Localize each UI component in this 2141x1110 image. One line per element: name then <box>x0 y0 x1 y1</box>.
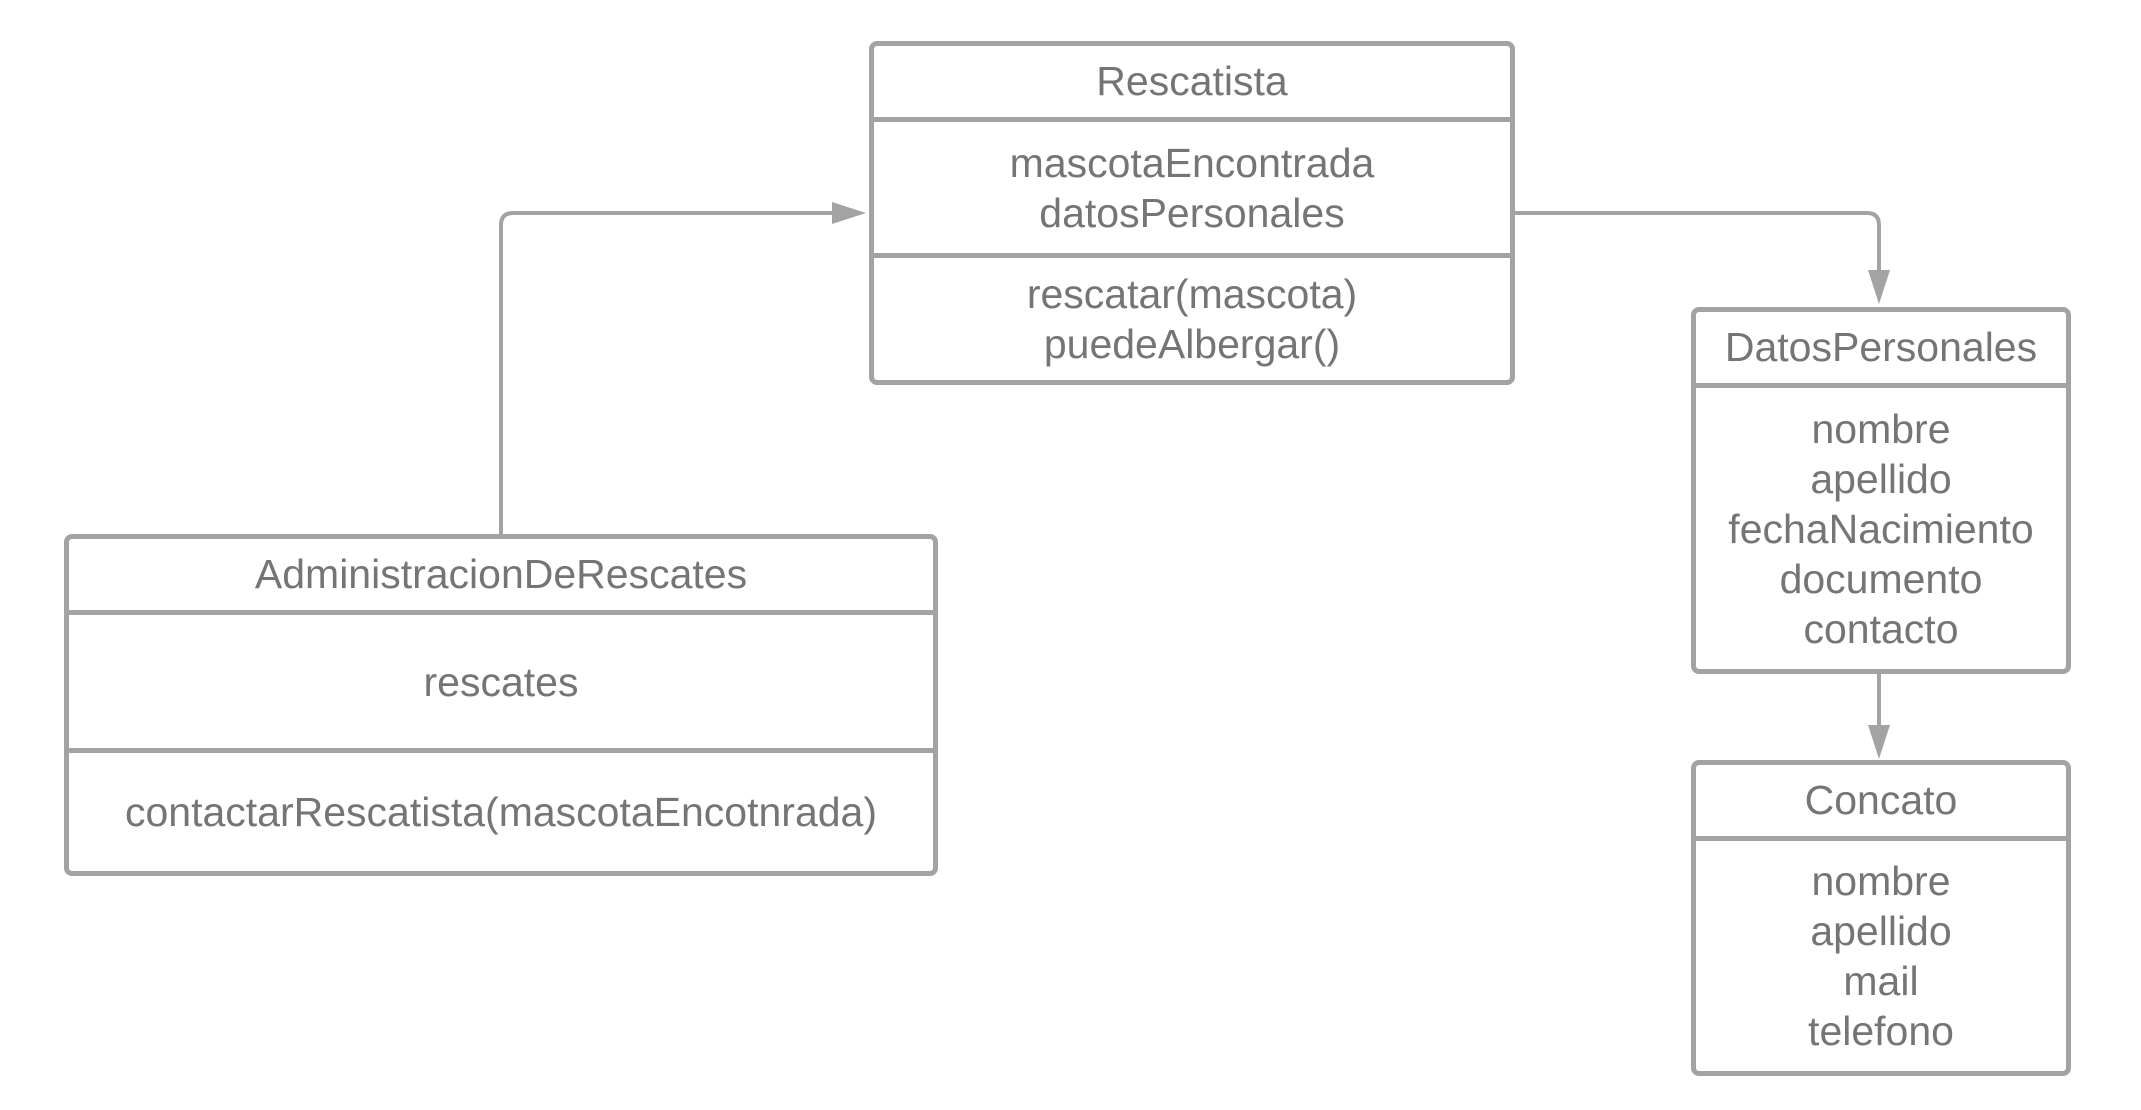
class-rescatista[interactable]: Rescatista mascotaEncontrada datosPerson… <box>869 41 1515 385</box>
attribute: apellido <box>1810 908 1952 954</box>
arrowhead-rescatista-to-datos-personales <box>1868 270 1890 304</box>
method: contactarRescatista(mascotaEncotnrada) <box>124 789 877 835</box>
attribute: mail <box>1843 958 1919 1004</box>
connector-rescatista-to-datos-personales <box>1515 211 1881 270</box>
attributes-section: nombre apellido mail telefono <box>1696 841 2066 1071</box>
attribute: fechaNacimiento <box>1728 505 2034 552</box>
attributes-section: rescates <box>69 615 933 748</box>
connector-administracion-to-rescatista <box>499 211 832 535</box>
attributes-section: nombre apellido fechaNacimiento document… <box>1696 388 2066 669</box>
attribute: contacto <box>1803 605 1959 652</box>
class-name: Rescatista <box>874 46 1510 122</box>
method: rescatar(mascota) <box>1026 271 1358 317</box>
attribute: telefono <box>1808 1008 1954 1054</box>
class-name: Concato <box>1696 765 2066 841</box>
methods-section: rescatar(mascota) puedeAlbergar() <box>874 253 1510 380</box>
class-datos-personales[interactable]: DatosPersonales nombre apellido fechaNac… <box>1691 307 2071 674</box>
attribute: documento <box>1779 555 1983 602</box>
methods-section: contactarRescatista(mascotaEncotnrada) <box>69 748 933 871</box>
class-contacto[interactable]: Concato nombre apellido mail telefono <box>1691 760 2071 1076</box>
class-administracion-de-rescates[interactable]: AdministracionDeRescates rescates contac… <box>64 534 938 876</box>
attributes-section: mascotaEncontrada datosPersonales <box>874 122 1510 253</box>
arrowhead-administracion-to-rescatista <box>832 202 866 224</box>
class-name: AdministracionDeRescates <box>69 539 933 615</box>
attribute: apellido <box>1810 455 1952 502</box>
arrowhead-datos-personales-to-contacto <box>1868 725 1890 759</box>
class-name: DatosPersonales <box>1696 312 2066 388</box>
attribute: nombre <box>1811 858 1951 904</box>
method: puedeAlbergar() <box>1043 321 1341 367</box>
attribute: datosPersonales <box>1039 189 1345 236</box>
attribute: nombre <box>1811 405 1951 452</box>
attribute: rescates <box>423 658 579 705</box>
attribute: mascotaEncontrada <box>1009 139 1375 186</box>
